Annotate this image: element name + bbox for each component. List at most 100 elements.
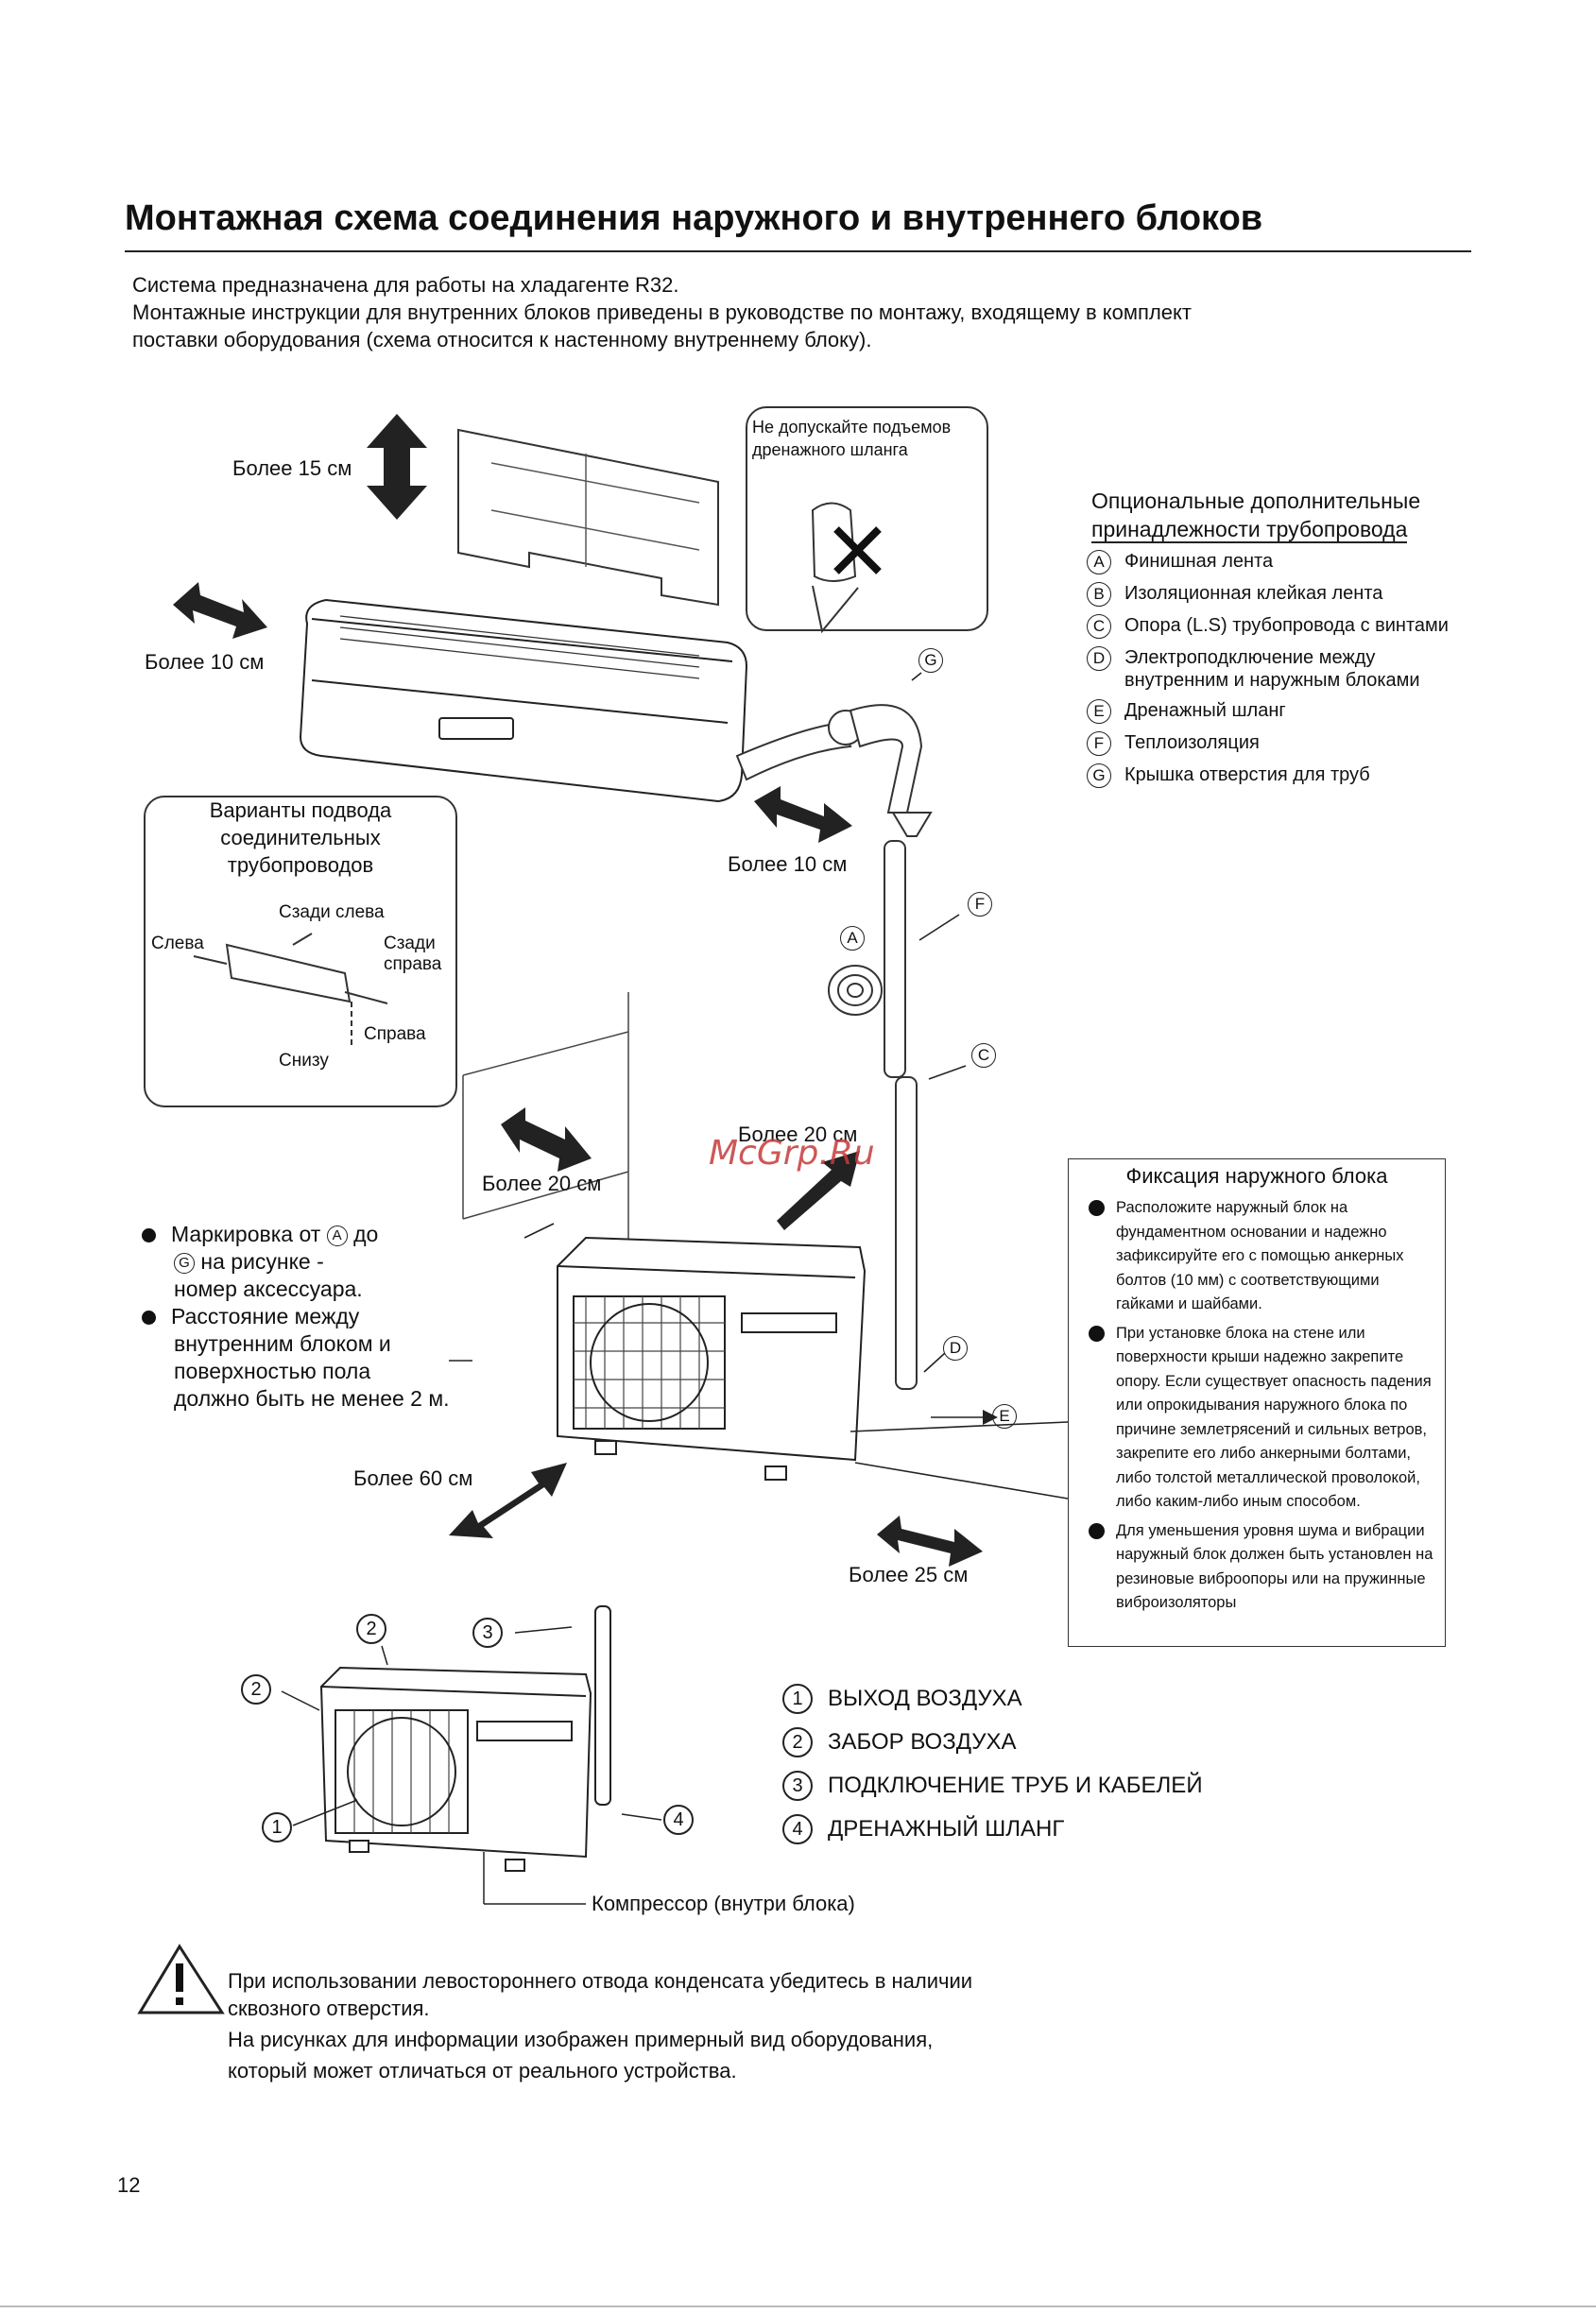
pipe-option-back-left: Сзади слева bbox=[279, 902, 385, 922]
intro-line: поставки оборудования (схема относится к… bbox=[132, 328, 872, 351]
drain-hose-sketch bbox=[811, 502, 882, 582]
compressor-label: Компрессор (внутри блока) bbox=[592, 1892, 855, 1915]
accessory-item: C Опора (L.S) трубопровода с винтами bbox=[1087, 614, 1449, 639]
intro-line: Система предназначена для работы на хлад… bbox=[132, 273, 679, 297]
accessory-key: D bbox=[1087, 646, 1111, 671]
bullet bbox=[1089, 1325, 1105, 1342]
fig-num-2-top: 2 bbox=[356, 1614, 386, 1644]
accessories-heading: Опциональные дополнительные принадлежнос… bbox=[1091, 487, 1420, 543]
bullet bbox=[142, 1228, 156, 1243]
intro-line: Монтажные инструкции для внутренних блок… bbox=[132, 300, 1192, 324]
accessory-label: Опора (L.S) трубопровода с винтами bbox=[1124, 615, 1449, 636]
note-line: G на рисунке - bbox=[142, 1248, 450, 1276]
bullet bbox=[1089, 1200, 1105, 1216]
accessory-key: C bbox=[1087, 614, 1111, 639]
accessory-key: A bbox=[1087, 550, 1111, 574]
drain-callout-text: Не допускайте подъемов дренажного шланга bbox=[752, 416, 951, 461]
marker-c: C bbox=[971, 1043, 996, 1068]
mounting-plate bbox=[457, 428, 719, 607]
pipe-option-back-right: Сзади справа bbox=[384, 934, 442, 974]
pointer-lines bbox=[449, 672, 1069, 1500]
fixing-list: Расположите наружный блок на фундаментно… bbox=[1089, 1196, 1440, 1620]
warning-text: При использовании левостороннего отвода … bbox=[228, 1967, 972, 2084]
accessory-item: D Электроподключение между внутренним и н… bbox=[1087, 646, 1449, 692]
pipe-run bbox=[735, 704, 933, 1390]
legend-item: 1 ВЫХОД ВОЗДУХА bbox=[782, 1677, 1203, 1721]
title-divider bbox=[125, 250, 1471, 252]
pipe-option-right: Справа bbox=[364, 1024, 426, 1044]
drain-callout-line: Не допускайте подъемов bbox=[752, 418, 952, 437]
accessories-heading-line: Опциональные дополнительные bbox=[1091, 489, 1421, 513]
indoor-unit bbox=[299, 598, 748, 803]
installation-notes: Маркировка от A до G на рисунке - номер … bbox=[142, 1221, 450, 1413]
pipe-options-sketch bbox=[193, 933, 388, 1049]
warning-line: сквозного отверстия. bbox=[228, 1997, 430, 2020]
clearance-outdoor-back-right: Более 20 см bbox=[738, 1123, 858, 1146]
note-line: поверхностью пола bbox=[174, 1359, 371, 1383]
callout-pointer bbox=[812, 585, 859, 634]
legend-label: ДРЕНАЖНЫЙ ШЛАНГ bbox=[828, 1816, 1065, 1842]
warning-icon bbox=[137, 1944, 225, 2014]
note-text: Маркировка от bbox=[171, 1222, 321, 1246]
drain-callout-line: дренажного шланга bbox=[752, 440, 908, 459]
fig-num-1: 1 bbox=[262, 1812, 292, 1843]
legend-label: ВЫХОД ВОЗДУХА bbox=[828, 1686, 1022, 1711]
clearance-left-label: Более 10 см bbox=[145, 650, 265, 674]
page-bottom-divider bbox=[0, 2305, 1596, 2307]
marker-a-inline: A bbox=[326, 1225, 348, 1246]
fig-num-4: 4 bbox=[663, 1805, 694, 1835]
finishing-tape-roll bbox=[828, 965, 883, 1016]
accessory-label: Финишная лента bbox=[1124, 551, 1274, 572]
note-item: Расстояние между bbox=[142, 1303, 450, 1330]
fixing-item: При установке блока на стене или поверхн… bbox=[1089, 1322, 1440, 1515]
note-line: должно быть не менее 2 м. bbox=[174, 1386, 450, 1411]
clearance-outdoor-back-left: Более 20 см bbox=[482, 1172, 602, 1195]
marker-f: F bbox=[968, 892, 992, 917]
legend-num: 1 bbox=[782, 1684, 813, 1714]
clearance-outdoor-side: Более 25 см bbox=[849, 1563, 969, 1586]
outdoor-unit-legend bbox=[319, 1605, 611, 1872]
clearance-right-label: Более 10 см bbox=[728, 852, 848, 876]
accessory-label: Электроподключение между внутренним и на… bbox=[1124, 647, 1420, 691]
accessory-key: B bbox=[1087, 582, 1111, 607]
warning-line: На рисунках для информации изображен при… bbox=[228, 2028, 934, 2051]
outdoor-front-arrow bbox=[449, 1463, 567, 1538]
note-text: до bbox=[353, 1222, 379, 1246]
bullet bbox=[142, 1311, 156, 1325]
pipe-option-bottom: Снизу bbox=[279, 1051, 329, 1071]
pipe-options-box bbox=[144, 796, 457, 1107]
fixing-text: Для уменьшения уровня шума и вибрации на… bbox=[1116, 1521, 1433, 1612]
outdoor-unit-main bbox=[557, 1236, 867, 1481]
marker-e: E bbox=[992, 1404, 1017, 1429]
fixing-title: Фиксация наружного блока bbox=[1125, 1164, 1388, 1188]
accessory-key: G bbox=[1087, 763, 1111, 788]
marker-g: G bbox=[918, 648, 943, 673]
accessories-heading-line: принадлежности трубопровода bbox=[1091, 517, 1408, 543]
fixing-item: Для уменьшения уровня шума и вибрации на… bbox=[1089, 1519, 1440, 1616]
warning-line: который может отличаться от реального ус… bbox=[228, 2059, 737, 2083]
top-clearance-arrow bbox=[367, 414, 427, 520]
legend-label: ЗАБОР ВОЗДУХА bbox=[828, 1729, 1017, 1755]
pipe-options-title: Варианты подвода соединительных трубопро… bbox=[209, 798, 392, 877]
marker-g-inline: G bbox=[174, 1252, 195, 1274]
marker-d: D bbox=[943, 1336, 968, 1361]
legend-label: ПОДКЛЮЧЕНИЕ ТРУБ И КАБЕЛЕЙ bbox=[828, 1773, 1203, 1798]
fig-num-3: 3 bbox=[472, 1618, 503, 1648]
clearance-top-label: Более 15 см bbox=[232, 456, 352, 480]
outdoor-back-left-arrow bbox=[501, 1107, 592, 1172]
left-clearance-arrow bbox=[173, 582, 267, 639]
clearance-outdoor-front: Более 60 см bbox=[353, 1466, 473, 1490]
pipe-option-left: Слева bbox=[151, 934, 204, 953]
right-clearance-arrow bbox=[754, 786, 852, 843]
fixing-item: Расположите наружный блок на фундаментно… bbox=[1089, 1196, 1440, 1317]
bullet bbox=[1089, 1522, 1105, 1539]
note-text: Расстояние между bbox=[171, 1304, 360, 1328]
